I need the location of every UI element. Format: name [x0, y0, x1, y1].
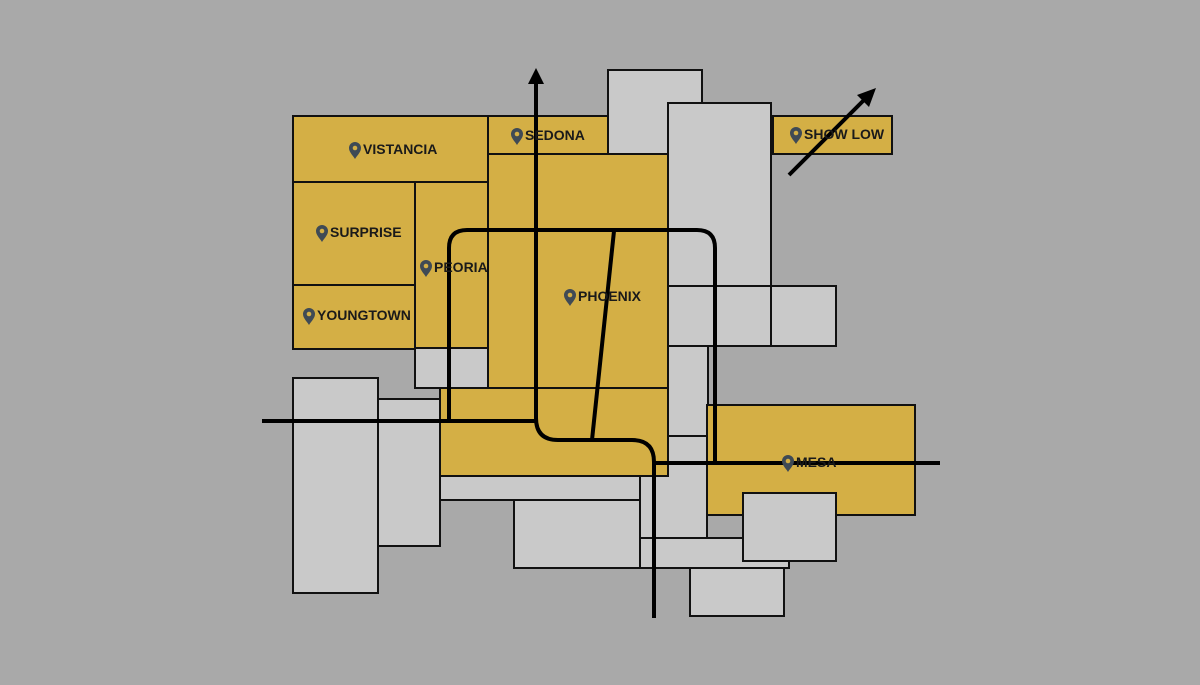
loop-road	[447, 228, 717, 462]
city-label-show-low: SHOW LOW	[804, 126, 885, 142]
city-marker-sedona: SEDONA	[511, 127, 585, 145]
map-pin-icon	[303, 308, 315, 325]
gray-region	[770, 285, 837, 347]
north-highway	[534, 84, 656, 618]
map-pin-icon	[790, 127, 802, 144]
city-label-peoria: PEORIA	[434, 259, 488, 275]
map-pin-icon	[564, 289, 576, 306]
map-pin-icon	[420, 260, 432, 277]
arrow-icon	[857, 88, 876, 107]
phoenix-diagonal-road	[590, 230, 616, 441]
northeast-highway	[787, 98, 866, 177]
city-marker-surprise: SURPRISE	[316, 224, 402, 242]
city-markers: VISTANCIA SEDONA SHOW LOW SURPRISE PEORI…	[303, 126, 885, 472]
region-vistancia	[292, 115, 489, 183]
gray-region	[667, 285, 772, 347]
city-marker-show-low: SHOW LOW	[790, 126, 885, 144]
region-west-valley	[439, 387, 669, 477]
map-pin-icon	[511, 128, 523, 145]
city-marker-phoenix: PHOENIX	[564, 288, 642, 306]
city-label-youngtown: YOUNGTOWN	[317, 307, 411, 323]
city-label-surprise: SURPRISE	[330, 224, 402, 240]
city-label-mesa: MESA	[796, 454, 836, 470]
gray-region	[377, 398, 441, 547]
region-surprise	[292, 181, 416, 286]
gray-region	[292, 377, 379, 594]
map-pin-icon	[782, 455, 794, 472]
gray-region	[667, 345, 709, 437]
city-marker-mesa: MESA	[782, 454, 836, 472]
gray-region	[742, 492, 837, 562]
gray-region	[667, 102, 772, 287]
city-marker-peoria: PEORIA	[420, 259, 488, 277]
arrow-icon	[528, 68, 544, 84]
city-marker-vistancia: VISTANCIA	[349, 141, 437, 159]
city-label-phoenix: PHOENIX	[578, 288, 642, 304]
map-pin-icon	[349, 142, 361, 159]
gray-region	[689, 567, 785, 617]
map-pin-icon	[316, 225, 328, 242]
city-label-vistancia: VISTANCIA	[363, 141, 437, 157]
gray-region	[439, 475, 641, 501]
city-label-sedona: SEDONA	[525, 127, 585, 143]
gray-region	[513, 499, 641, 569]
roads	[262, 84, 940, 618]
city-marker-youngtown: YOUNGTOWN	[303, 307, 411, 325]
region-sedona	[487, 115, 609, 155]
highlighted-regions	[292, 115, 916, 516]
